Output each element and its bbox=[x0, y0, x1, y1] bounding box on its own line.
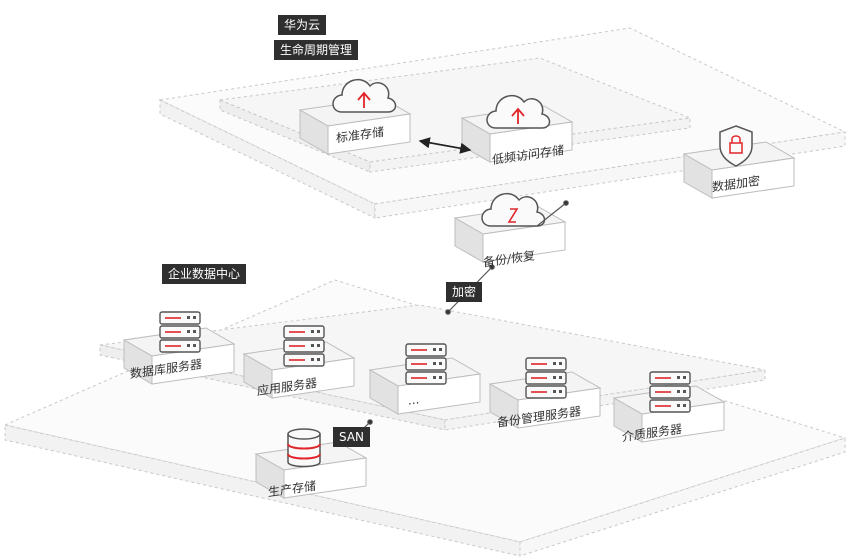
server-icon bbox=[283, 325, 325, 367]
cloud-upload-icon bbox=[486, 94, 551, 129]
transition-arrow bbox=[418, 137, 472, 154]
server-icon bbox=[405, 343, 447, 385]
infrequent-storage-node bbox=[461, 94, 573, 163]
shield-lock-icon bbox=[719, 125, 753, 167]
huawei-cloud-tag: 华为云 bbox=[278, 15, 327, 35]
database-icon bbox=[287, 428, 321, 468]
server-icon bbox=[159, 311, 201, 353]
server-icon bbox=[649, 371, 691, 413]
more-servers-label: ... bbox=[408, 392, 420, 408]
cloud-upload-icon bbox=[332, 78, 397, 113]
san-tag: SAN bbox=[333, 427, 371, 447]
backup-restore-node bbox=[454, 192, 566, 263]
standard-storage-node bbox=[299, 78, 411, 155]
cloud-sync-icon bbox=[481, 192, 546, 227]
lifecycle-tag: 生命周期管理 bbox=[274, 40, 359, 60]
encrypt-tag: 加密 bbox=[446, 282, 483, 302]
enterprise-dc-tag: 企业数据中心 bbox=[162, 264, 247, 284]
server-icon bbox=[525, 357, 567, 399]
data-encryption-node bbox=[683, 125, 795, 199]
production-storage-node bbox=[255, 428, 367, 499]
